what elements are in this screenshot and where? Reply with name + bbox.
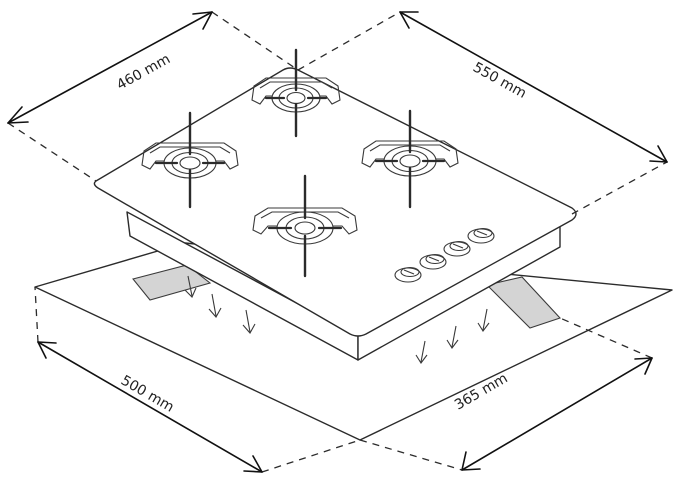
control-knob <box>394 266 422 283</box>
airflow-arrow <box>477 308 490 332</box>
airflow-arrows <box>184 275 490 364</box>
dimension-label-460: 460 mm <box>114 51 173 93</box>
burner-left <box>141 111 239 209</box>
control-knob <box>467 227 495 244</box>
airflow-arrow <box>415 340 428 364</box>
airflow-arrow <box>184 275 197 298</box>
airflow-arrow <box>446 325 459 349</box>
dimension-label-550: 550 mm <box>470 60 529 102</box>
extension-lines <box>7 11 668 473</box>
burner-front <box>252 174 358 278</box>
airflow-arrow <box>242 309 256 334</box>
dimension-550 <box>399 11 668 163</box>
cooktop-top-plate <box>93 67 577 337</box>
control-knob <box>443 240 471 257</box>
airflow-arrow <box>208 293 222 318</box>
dimension-500 <box>37 341 263 473</box>
control-knobs <box>394 227 495 283</box>
vent-opening-right <box>485 276 561 329</box>
vent-opening-left <box>132 264 212 301</box>
dimension-365 <box>461 357 653 471</box>
burner-back <box>251 48 341 138</box>
control-knob <box>419 253 447 270</box>
dimension-460 <box>7 11 213 124</box>
burner-right <box>361 109 459 209</box>
